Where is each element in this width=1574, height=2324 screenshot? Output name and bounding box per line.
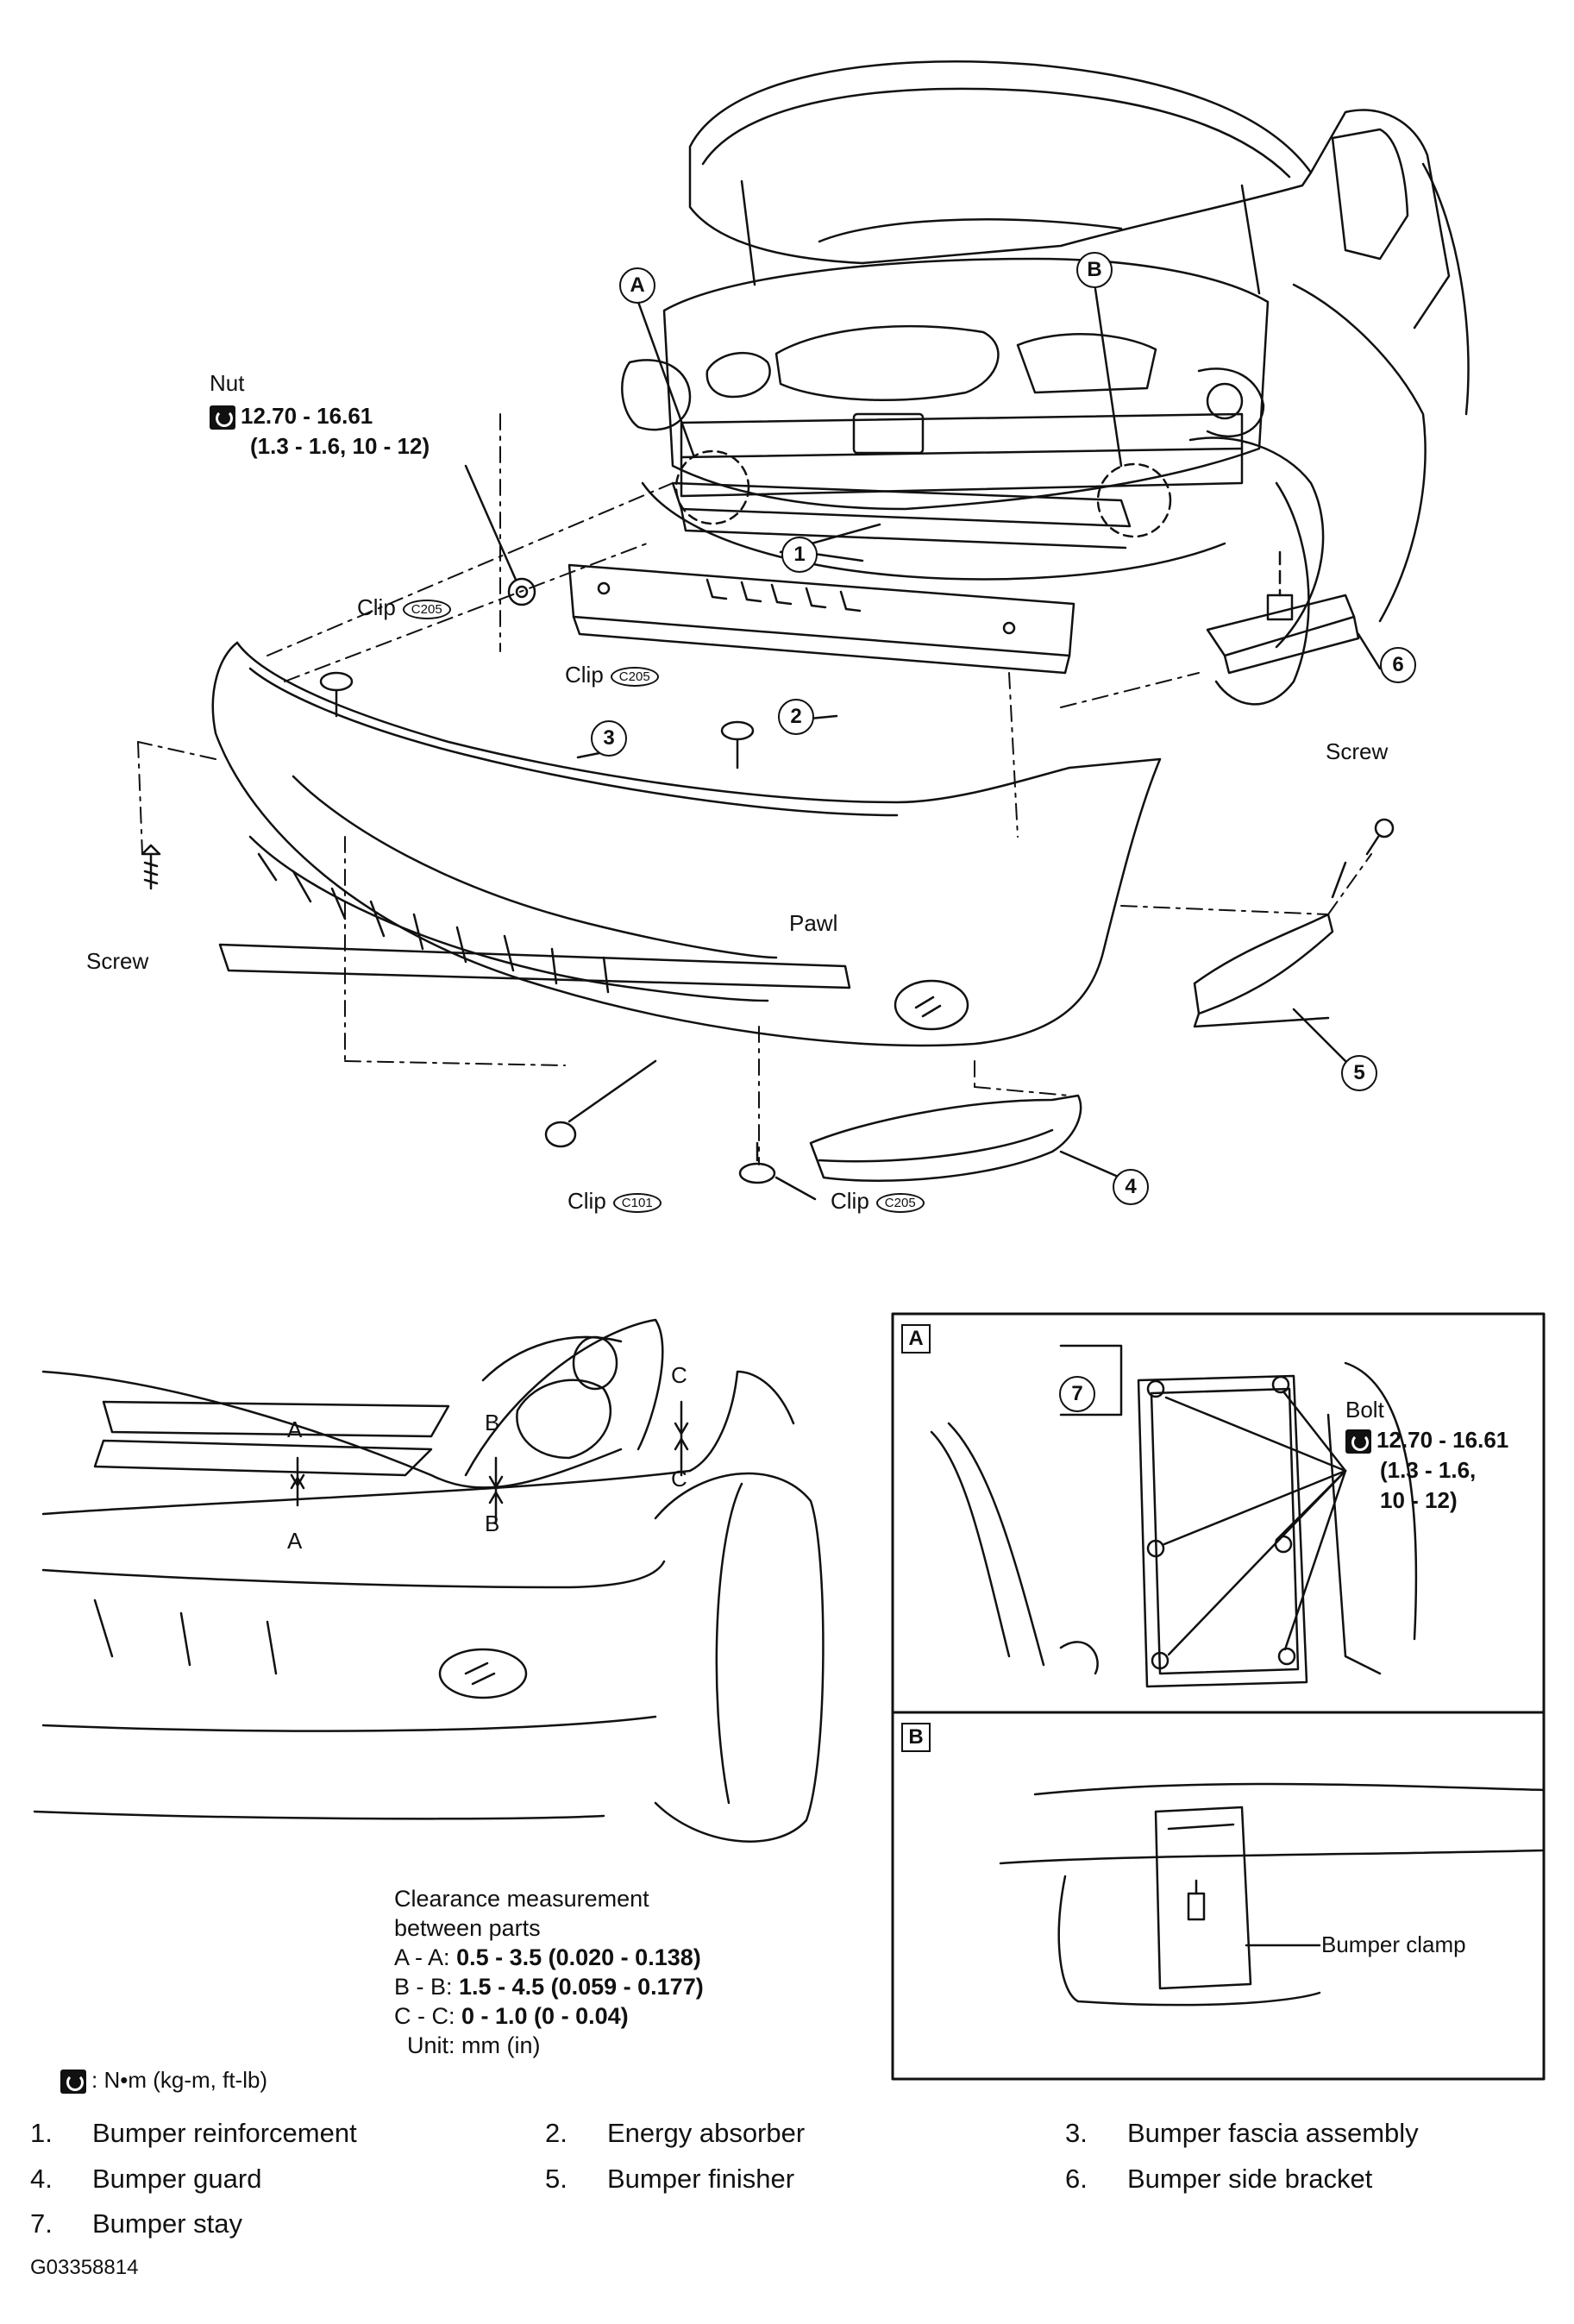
clip-icon	[544, 1121, 577, 1148]
clearance-title: Clearance measurement	[394, 1886, 649, 1912]
clearance-unit: Unit: mm (in)	[407, 2032, 541, 2058]
under-cover	[218, 943, 851, 989]
energy-absorber	[568, 563, 1075, 675]
torque-wrench-icon	[60, 2070, 86, 2095]
legend-item-6: 6.Bumper side bracket	[1065, 2164, 1373, 2194]
torque-unit-key: : N•m (kg-m, ft-lb)	[60, 2067, 267, 2095]
figure-id: G03358814	[30, 2256, 139, 2279]
detail-b-tag: B	[901, 1723, 931, 1752]
vehicle-front-body	[621, 60, 1470, 706]
bumper-guard	[809, 1094, 1082, 1182]
clip-code-badge: C205	[402, 599, 451, 619]
nut-torque-alt: (1.3 - 1.6, 10 - 12)	[250, 433, 430, 459]
screw-icon	[141, 844, 161, 890]
pawl-label: Pawl	[789, 910, 838, 936]
callout-5: 5	[1341, 1055, 1377, 1091]
bumper-fascia-assembly	[211, 641, 1162, 1047]
clip-code-badge: C205	[875, 1192, 925, 1213]
callout-3: 3	[591, 720, 627, 757]
callout-4: 4	[1113, 1169, 1149, 1205]
screw-label: Screw	[86, 948, 149, 974]
callout-1: 1	[781, 537, 818, 573]
bumper-side-bracket	[1206, 550, 1360, 675]
callout-a: A	[619, 267, 655, 304]
detail-b-marker	[1096, 462, 1172, 538]
callout-7: 7	[1059, 1376, 1095, 1412]
legend-item-1: 1.Bumper reinforcement	[30, 2118, 357, 2148]
clip-code-badge: C101	[612, 1192, 662, 1213]
legend-item-2: 2.Energy absorber	[545, 2118, 806, 2148]
legend-item-7: 7.Bumper stay	[30, 2208, 243, 2239]
nut-label: Nut	[210, 370, 245, 396]
legend-item-3: 3.Bumper fascia assembly	[1065, 2118, 1419, 2148]
detail-a-tag: A	[901, 1324, 931, 1354]
clip-code-badge: C205	[610, 666, 659, 687]
clearance-aa: A - A: 0.5 - 3.5 (0.020 - 0.138)	[394, 1944, 701, 1970]
bolt-torque-alt-2: 10 - 12)	[1380, 1487, 1458, 1513]
bolt-label: Bolt	[1345, 1397, 1384, 1423]
legend-item-5: 5.Bumper finisher	[545, 2164, 795, 2194]
gap-b-top: B	[485, 1410, 500, 1435]
bumper-finisher	[1193, 861, 1347, 1028]
callout-b: B	[1076, 252, 1113, 288]
callout-2: 2	[778, 699, 814, 735]
clearance-cc: C - C: 0 - 1.0 (0 - 0.04)	[394, 2003, 629, 2029]
detail-a-marker	[674, 449, 750, 525]
callout-6: 6	[1380, 647, 1416, 683]
detail-panel	[891, 1312, 1546, 2081]
gap-b-bottom: B	[485, 1511, 500, 1536]
screw-label: Screw	[1326, 738, 1389, 764]
detail-a-drawing	[930, 1344, 1418, 1688]
torque-wrench-icon	[210, 405, 235, 430]
bolt-torque-alt: (1.3 - 1.6,	[1380, 1457, 1477, 1483]
torque-wrench-icon	[1345, 1429, 1371, 1454]
screw-icon	[1365, 818, 1395, 856]
legend-item-4: 4.Bumper guard	[30, 2164, 262, 2194]
front-view-clearance	[33, 1318, 825, 1843]
clip-icon	[738, 1141, 776, 1184]
gap-c-bottom: C	[671, 1466, 687, 1492]
clip-icon	[720, 720, 755, 769]
gap-c-top: C	[671, 1362, 687, 1388]
bolt-torque: 12.70 - 16.61	[1345, 1427, 1508, 1454]
clearance-title-2: between parts	[394, 1915, 541, 1941]
nut-torque: 12.70 - 16.61	[210, 403, 373, 430]
gap-a-bottom: A	[287, 1528, 303, 1554]
clip-icon	[319, 671, 354, 718]
detail-b-drawing	[999, 1782, 1546, 2007]
gap-a-top: A	[287, 1416, 303, 1442]
clearance-bb: B - B: 1.5 - 4.5 (0.059 - 0.177)	[394, 1974, 704, 2000]
bumper-clamp-label: Bumper clamp	[1321, 1931, 1466, 1957]
nut-icon	[507, 577, 536, 606]
